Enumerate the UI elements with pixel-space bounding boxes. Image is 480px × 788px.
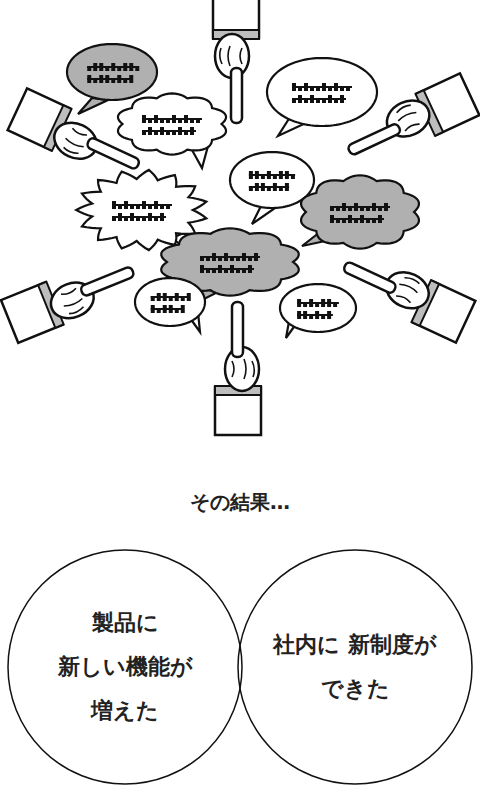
speech-bubble [267,58,377,136]
bubble-outline [280,284,356,332]
scribble-mark [330,218,384,220]
bubble-outline [135,278,205,326]
scribble-mark [142,118,202,120]
venn-circle: 製品に 新しい機能が 増えた [7,549,243,785]
hand [335,245,475,343]
scribble-mark [292,98,346,100]
speech-bubble [301,175,419,248]
bubble-outline [118,93,226,154]
scribble-mark [87,66,137,68]
speech-bubble [135,278,205,332]
scribble-mark [87,78,131,80]
scribble-mark [297,302,339,304]
speech-bubble [230,152,314,224]
circle-outline [238,550,472,784]
hand [339,73,479,171]
scribble-mark [249,174,295,176]
hands [1,0,479,435]
bubble-outline [301,175,419,248]
scribble-mark [330,206,390,208]
bubble-outline [267,58,377,126]
circle-outline [237,549,473,785]
pointing-hands-illustration [0,0,480,450]
hand [215,302,261,435]
circle-text: 社内に 新制度が できた [270,623,440,711]
scribble-mark [200,268,254,270]
hand [213,0,259,123]
scribble-mark [142,130,196,132]
circle-outline [8,550,242,784]
scribble-mark [151,308,184,310]
scribble-mark [297,314,333,316]
bubble-outline [67,44,157,100]
scribble-mark [249,186,289,188]
venn-circle: 社内に 新制度が できた [237,549,473,785]
scribble-mark [112,216,166,218]
speech-bubble [280,284,356,338]
hand [1,250,142,342]
hand [8,88,148,186]
scribble-mark [292,86,352,88]
scribble-mark [200,256,260,258]
scribble-mark [151,296,190,298]
scribble-mark [112,204,172,206]
result-caption: その結果… [190,489,290,516]
circle-text: 製品に 新しい機能が 増えた [40,601,210,733]
